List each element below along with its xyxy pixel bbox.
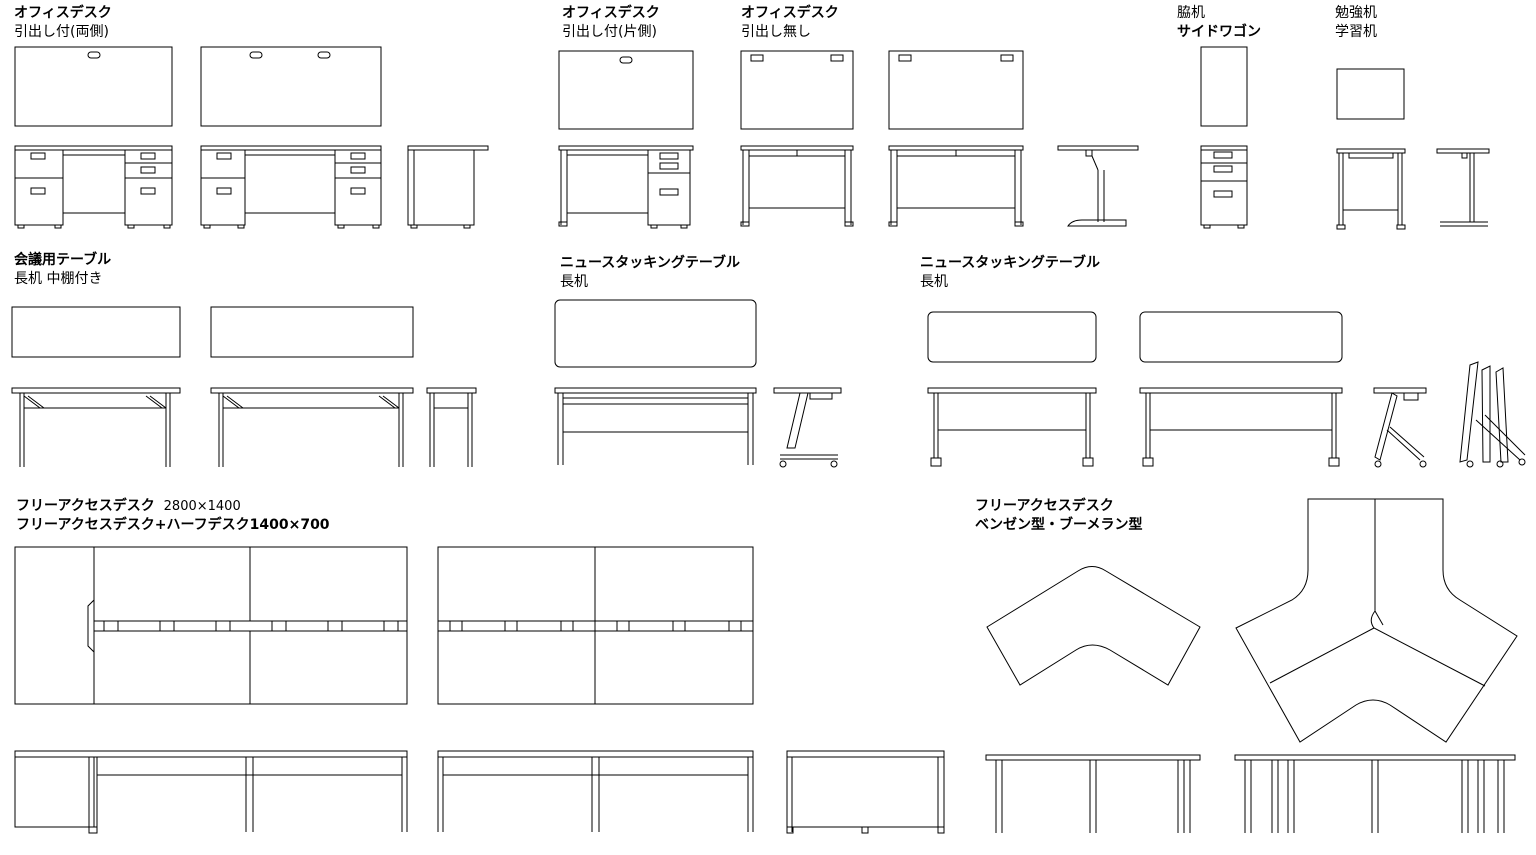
office-desk-none-side <box>1057 145 1139 227</box>
label-meeting-table: 会議用テーブル 長机 中棚付き <box>14 251 111 289</box>
group-subtitle: フリーアクセスデスク+ハーフデスク1400×700 <box>16 517 330 533</box>
office-desk-single-top <box>558 50 694 130</box>
group-title: オフィスデスク <box>741 5 839 21</box>
group-subtitle: 長机 <box>920 274 948 290</box>
free-access-desk-front-with-half <box>14 750 408 834</box>
office-desk-both-top-small <box>14 46 173 127</box>
group-subtitle: サイドワゴン <box>1177 24 1261 40</box>
boomerang-desk-front <box>985 754 1201 833</box>
group-title: ニュースタッキングテーブル <box>920 255 1101 271</box>
group-subtitle: 長机 <box>560 274 588 290</box>
group-title: フリーアクセスデスク <box>16 498 155 514</box>
label-study-desk: 勉強机 学習机 <box>1335 4 1377 42</box>
office-desk-none-front-small <box>740 145 854 227</box>
nesting-table-a-side <box>773 387 842 468</box>
nesting-table-b-folded <box>1459 361 1526 468</box>
nesting-table-b-side <box>1373 387 1427 468</box>
office-desk-none-top-small <box>740 50 854 130</box>
free-access-desk-side <box>786 750 945 834</box>
study-desk-top <box>1336 68 1405 120</box>
label-side-wagon: 脇机 サイドワゴン <box>1177 4 1261 42</box>
group-title-extra: 2800×1400 <box>163 499 241 514</box>
office-desk-none-top-large <box>888 50 1024 130</box>
meeting-table-front-small <box>11 387 181 467</box>
office-desk-both-top-large <box>200 46 382 127</box>
group-title: 会議用テーブル <box>14 252 112 268</box>
study-desk-front <box>1336 148 1406 230</box>
group-subtitle: 学習机 <box>1335 24 1377 40</box>
study-desk-side <box>1436 148 1490 227</box>
nesting-table-b-front-small <box>927 387 1097 467</box>
label-nesting-a: ニュースタッキングテーブル 長机 <box>560 254 740 292</box>
office-desk-single-front <box>558 145 694 229</box>
group-title: 勉強机 <box>1335 5 1377 21</box>
nesting-table-b-front-large <box>1139 387 1343 467</box>
group-title: フリーアクセスデスク <box>975 498 1114 514</box>
meeting-table-front-large <box>210 387 414 467</box>
label-office-none: オフィスデスク 引出し無し <box>741 4 839 42</box>
group-subtitle: 引出し付(両側) <box>14 24 109 40</box>
group-title: ニュースタッキングテーブル <box>560 255 741 271</box>
office-desk-both-front-small <box>14 145 173 229</box>
free-access-desk-top-with-half <box>14 546 408 705</box>
label-office-single: オフィスデスク 引出し付(片側) <box>562 4 660 42</box>
free-access-desk-front <box>437 750 754 832</box>
label-benzen: フリーアクセスデスク ベンゼン型・ブーメラン型 <box>975 497 1142 535</box>
label-nesting-b: ニュースタッキングテーブル 長机 <box>920 254 1100 292</box>
nesting-table-b-top-large <box>1139 311 1343 363</box>
nesting-table-a-top <box>554 299 757 368</box>
meeting-table-top-large <box>210 306 414 358</box>
group-subtitle: 引出し付(片側) <box>562 24 657 40</box>
group-title: オフィスデスク <box>14 5 112 21</box>
meeting-table-side <box>426 387 477 467</box>
group-title: オフィスデスク <box>562 5 660 21</box>
boomerang-desk-top <box>986 566 1201 686</box>
group-subtitle: 引出し無し <box>741 24 811 40</box>
side-wagon-front <box>1200 145 1248 229</box>
office-desk-both-front-large <box>200 145 382 229</box>
benzene-desk-top <box>1235 498 1518 743</box>
label-free-access: フリーアクセスデスク 2800×1400 フリーアクセスデスク+ハーフデスク14… <box>16 497 330 535</box>
benzene-desk-front <box>1234 754 1516 833</box>
group-title: 脇机 <box>1177 5 1205 21</box>
office-desk-both-side <box>407 145 489 229</box>
office-desk-none-front-large <box>888 145 1024 227</box>
nesting-table-b-top-small <box>927 311 1097 363</box>
label-office-both: オフィスデスク 引出し付(両側) <box>14 4 112 42</box>
group-subtitle: 長机 中棚付き <box>14 271 103 287</box>
group-subtitle: ベンゼン型・ブーメラン型 <box>975 517 1143 533</box>
meeting-table-top-small <box>11 306 181 358</box>
nesting-table-a-front <box>554 387 757 465</box>
free-access-desk-top <box>437 546 754 705</box>
side-wagon-top <box>1200 46 1248 127</box>
